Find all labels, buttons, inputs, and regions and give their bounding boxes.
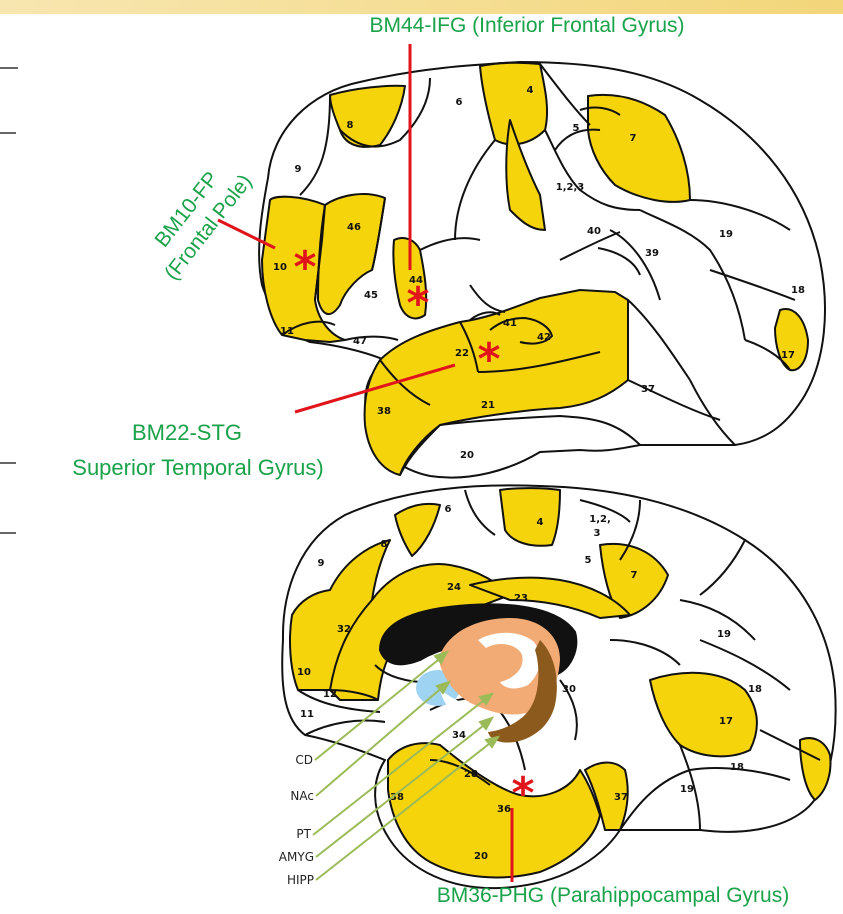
area-24: 24: [447, 582, 461, 593]
area-7: 7: [630, 133, 637, 144]
label-bm36: BM36-PHG (Parahippocampal Gyrus): [437, 884, 789, 907]
area-6: 6: [456, 97, 463, 108]
area-9: 9: [318, 558, 325, 569]
area-41: 41: [503, 318, 517, 329]
area-3: 3: [594, 528, 601, 539]
area-5: 5: [573, 123, 580, 134]
area-6: 6: [445, 504, 452, 515]
area-18: 18: [748, 684, 762, 695]
area-34: 34: [452, 730, 466, 741]
area-42: 42: [537, 332, 551, 343]
area-8: 8: [347, 120, 354, 131]
area-18: 18: [791, 285, 805, 296]
star-bm44: *: [406, 278, 429, 329]
area-19: 19: [719, 229, 733, 240]
area-40: 40: [587, 226, 601, 237]
area-21: 21: [481, 400, 495, 411]
area-10: 10: [297, 667, 311, 678]
area-7: 7: [631, 570, 638, 581]
area-22: 22: [455, 348, 469, 359]
area-17: 17: [719, 716, 733, 727]
star-bm10: *: [293, 242, 316, 293]
area-9: 9: [295, 164, 302, 175]
label-bm44: BM44-IFG (Inferior Frontal Gyrus): [369, 14, 684, 37]
area-38: 38: [377, 406, 391, 417]
label-bm22-line1: BM22-STG: [132, 420, 242, 445]
area-30: 30: [562, 684, 576, 695]
area-5: 5: [585, 555, 592, 566]
area-20: 20: [474, 851, 488, 862]
area-37: 37: [641, 384, 655, 395]
area-8: 8: [381, 539, 388, 550]
area-45: 45: [364, 290, 378, 301]
area-17: 17: [781, 350, 795, 361]
label-hipp: HIPP: [287, 873, 314, 887]
slide-edge-lines: [0, 68, 18, 533]
area-46: 46: [347, 222, 361, 233]
area-4: 4: [527, 85, 534, 96]
area-37: 37: [614, 792, 628, 803]
area-19: 19: [680, 784, 694, 795]
star-bm36: *: [511, 768, 534, 819]
area-12: 12: [323, 689, 337, 700]
area-1-2: 1,2,: [589, 514, 611, 525]
lateral-brain: [259, 62, 825, 478]
label-bm22-line2: Superior Temporal Gyrus): [72, 455, 323, 480]
area-10: 10: [273, 262, 287, 273]
area-47: 47: [353, 336, 367, 347]
area-4: 4: [537, 517, 544, 528]
label-amyg: AMYG: [279, 850, 314, 864]
area-39: 39: [645, 248, 659, 259]
area-28: 28: [464, 769, 478, 780]
area-20: 20: [460, 450, 474, 461]
area-18: 18: [730, 762, 744, 773]
label-pt: PT: [296, 827, 311, 841]
label-nac: NAc: [290, 789, 314, 803]
area-11: 11: [300, 709, 314, 720]
area-36: 36: [497, 804, 511, 815]
label-cd: CD: [295, 753, 313, 767]
area-19: 19: [717, 629, 731, 640]
area-1-2-3: 1,2,3: [556, 182, 585, 193]
star-bm22: *: [477, 334, 500, 385]
area-23: 23: [514, 593, 528, 604]
structure-labels: CD NAc PT AMYG HIPP: [279, 753, 314, 887]
area-32: 32: [337, 624, 351, 635]
area-11: 11: [280, 326, 294, 337]
